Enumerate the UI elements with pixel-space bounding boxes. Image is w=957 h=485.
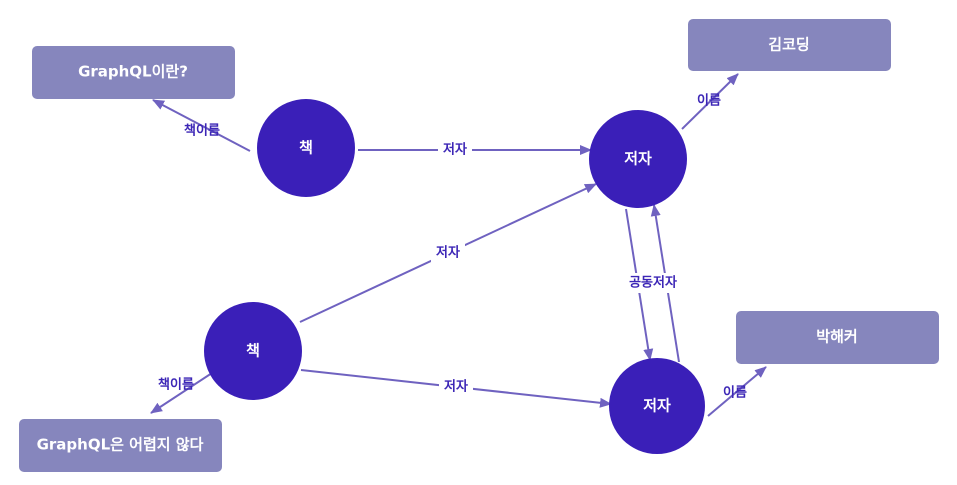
node-book-2[interactable]: 책 <box>204 302 302 400</box>
edge-label-co-author-group: 공동저자 <box>624 273 682 293</box>
node-circle <box>589 110 687 208</box>
edge-book2-title2: 책이름 <box>150 372 213 414</box>
node-label: 저자 <box>643 397 671 415</box>
edge-label-author: 저자 <box>436 246 460 261</box>
edge-book1-title1: 책이름 <box>152 99 251 152</box>
node-label: 박해커 <box>816 328 857 346</box>
edge-book2-author2: 저자 <box>300 369 612 408</box>
node-box <box>32 46 235 99</box>
node-author-name-1[interactable]: 김코딩 <box>688 19 891 71</box>
node-author-1[interactable]: 저자 <box>589 110 687 208</box>
node-box <box>19 419 222 472</box>
node-book-title-2[interactable]: GraphQL은 어렵지 않다 <box>19 419 222 472</box>
node-book-title-1[interactable]: GraphQL이란? <box>32 46 235 99</box>
node-circle <box>257 99 355 197</box>
edge-book2-author1: 저자 <box>299 183 597 323</box>
node-label: 책 <box>246 342 260 360</box>
edge-book1-author1: 저자 <box>358 140 592 160</box>
node-box <box>688 19 891 71</box>
node-label: 김코딩 <box>768 36 809 54</box>
edge-author1-name1: 이름 <box>681 73 739 130</box>
node-circle <box>609 358 705 454</box>
node-label: 책 <box>299 139 313 157</box>
edge-label-author: 저자 <box>443 143 467 158</box>
node-label: 저자 <box>624 150 652 168</box>
edge-label-name: 이름 <box>723 385 747 401</box>
edge-line <box>707 366 767 417</box>
edge-line <box>150 372 213 414</box>
edge-line <box>681 73 739 130</box>
node-circle <box>204 302 302 400</box>
node-book-1[interactable]: 책 <box>257 99 355 197</box>
node-label: GraphQL이란? <box>78 63 188 81</box>
edge-label-name: 이름 <box>697 93 721 109</box>
node-author-2[interactable]: 저자 <box>609 358 705 454</box>
edge-label-co-author: 공동저자 <box>629 276 677 291</box>
edge-author2-name2: 이름 <box>707 366 767 417</box>
edge-line <box>152 99 251 152</box>
node-label: GraphQL은 어렵지 않다 <box>37 436 204 454</box>
edge-label-book-title: 책이름 <box>184 123 220 139</box>
node-box <box>736 311 939 364</box>
edge-label-author: 저자 <box>444 380 468 395</box>
edge-label-book-title: 책이름 <box>158 377 194 393</box>
node-author-name-2[interactable]: 박해커 <box>736 311 939 364</box>
